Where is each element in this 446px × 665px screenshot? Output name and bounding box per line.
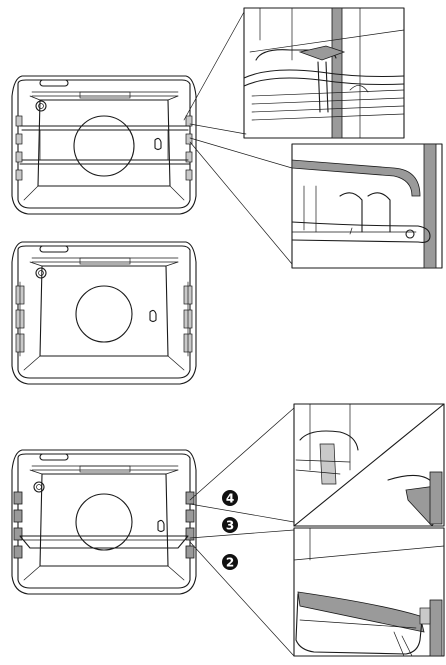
shelf-level-badge-2: 2 (222, 554, 238, 570)
oven-cavity-3 (11, 449, 197, 595)
oven-cavity-1 (11, 75, 197, 215)
callout-line (189, 541, 295, 657)
callout-line (189, 529, 295, 539)
detail-rack-end (291, 143, 443, 269)
callout-line (189, 137, 293, 169)
detail-tray-edge (293, 527, 445, 657)
shelf-level-badge-4: 4 (222, 490, 238, 506)
detail-rack-hook (243, 7, 405, 139)
detail-tray-insert (293, 403, 445, 527)
shelf-level-badge-3: 3 (222, 517, 238, 533)
callout-line (189, 503, 295, 523)
callout-line (189, 123, 247, 135)
svg-text:4: 4 (226, 492, 234, 506)
callout-line (183, 11, 245, 121)
svg-text:2: 2 (226, 556, 234, 570)
callout-line (189, 141, 293, 265)
oven-cavity-2 (11, 241, 197, 385)
callout-line (189, 407, 295, 501)
svg-text:3: 3 (226, 519, 234, 533)
